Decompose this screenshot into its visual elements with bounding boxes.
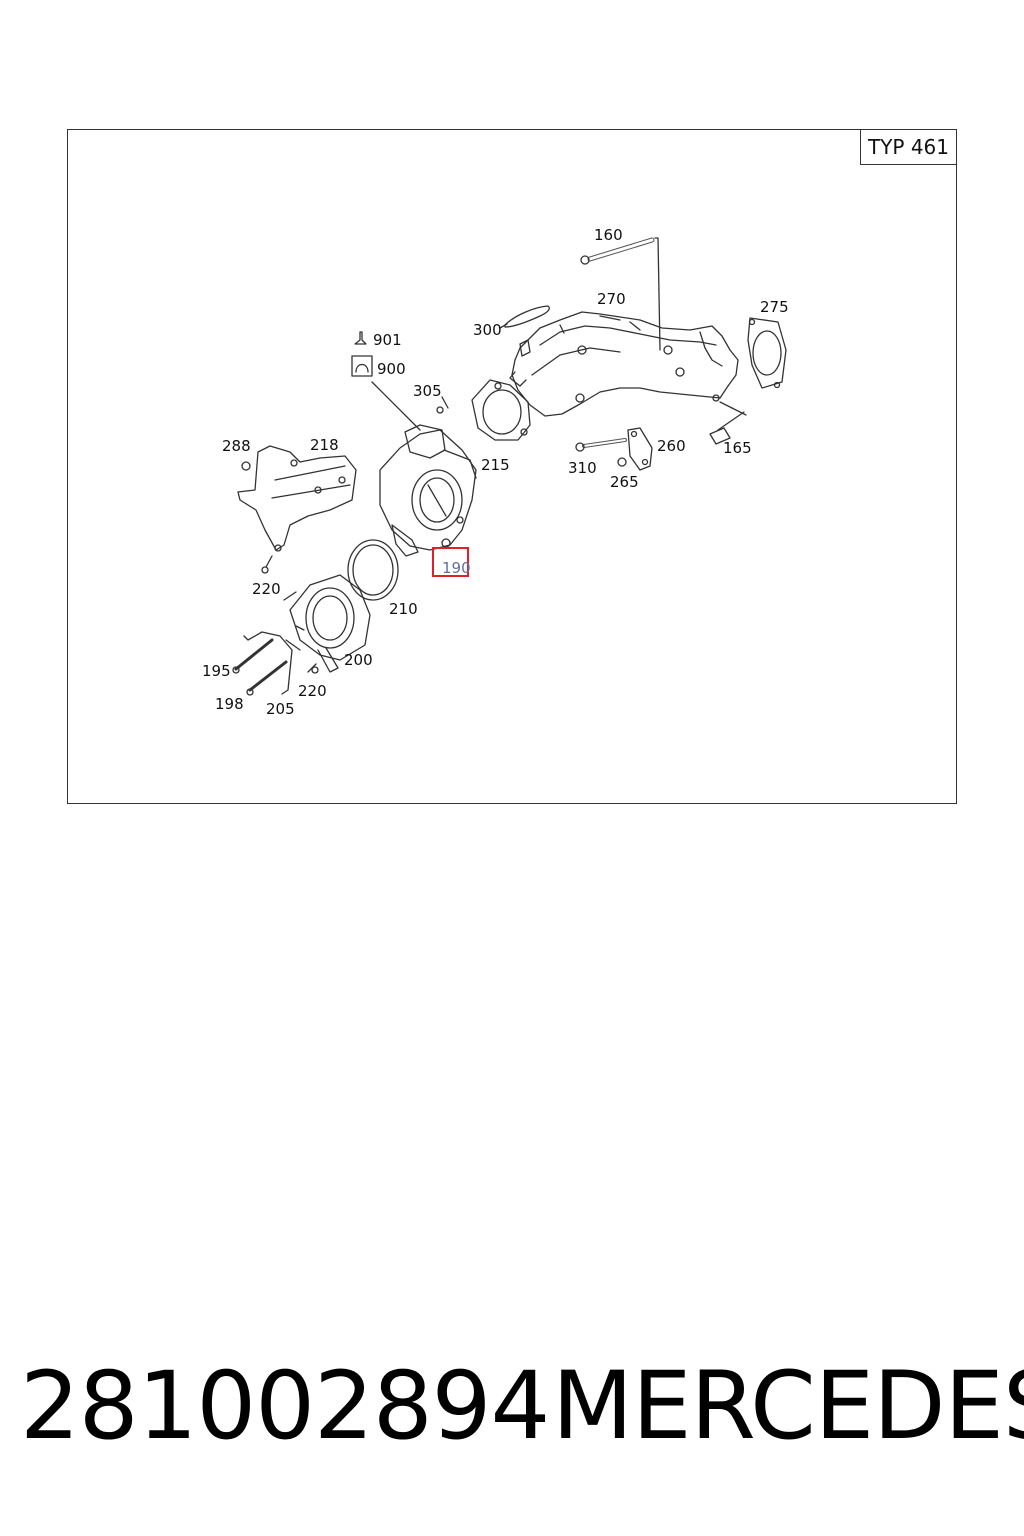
bracket-218-drawing — [237, 445, 357, 574]
gasket-215-drawing — [471, 379, 531, 441]
throttle-body-190-drawing — [371, 381, 477, 557]
callout-310[interactable]: 310 — [568, 459, 597, 477]
brand-name: MERCEDES — [552, 1352, 1024, 1461]
callout-300[interactable]: 300 — [473, 321, 502, 339]
callout-275[interactable]: 275 — [760, 298, 789, 316]
callout-210[interactable]: 210 — [389, 600, 418, 618]
callout-305[interactable]: 305 — [413, 382, 442, 400]
callout-215[interactable]: 215 — [481, 456, 510, 474]
callout-288[interactable]: 288 — [222, 437, 251, 455]
part-number: 281002894 — [20, 1352, 550, 1461]
callout-198[interactable]: 198 — [215, 695, 244, 713]
bolt-160-drawing — [580, 237, 661, 351]
diagram-frame — [67, 129, 957, 804]
callout-205[interactable]: 205 — [266, 700, 295, 718]
callout-220-lower[interactable]: 220 — [298, 682, 327, 700]
callout-218[interactable]: 218 — [310, 436, 339, 454]
flange-200-drawing — [283, 574, 371, 674]
callout-900[interactable]: 900 — [377, 360, 406, 378]
callout-200[interactable]: 200 — [344, 651, 373, 669]
gasket-300-drawing — [499, 305, 550, 329]
callout-265[interactable]: 265 — [610, 473, 639, 491]
callout-165[interactable]: 165 — [723, 439, 752, 457]
callout-260[interactable]: 260 — [657, 437, 686, 455]
callout-270[interactable]: 270 — [597, 290, 626, 308]
small-hardware-drawing — [436, 396, 747, 471]
highlight-box-190 — [432, 547, 469, 577]
callout-190[interactable]: 190 — [442, 559, 471, 577]
intake-manifold-270-drawing — [509, 311, 739, 417]
callout-220-upper[interactable]: 220 — [252, 580, 281, 598]
studs-and-wire-drawing — [232, 631, 293, 696]
type-label: TYP 461 — [860, 129, 957, 165]
callout-195[interactable]: 195 — [202, 662, 231, 680]
sensor-symbols-drawing — [351, 331, 373, 377]
exploded-parts-diagram — [232, 237, 787, 696]
o-ring-210-drawing — [347, 539, 399, 601]
gasket-275-drawing — [747, 317, 787, 389]
callout-901[interactable]: 901 — [373, 331, 402, 349]
callout-160[interactable]: 160 — [594, 226, 623, 244]
